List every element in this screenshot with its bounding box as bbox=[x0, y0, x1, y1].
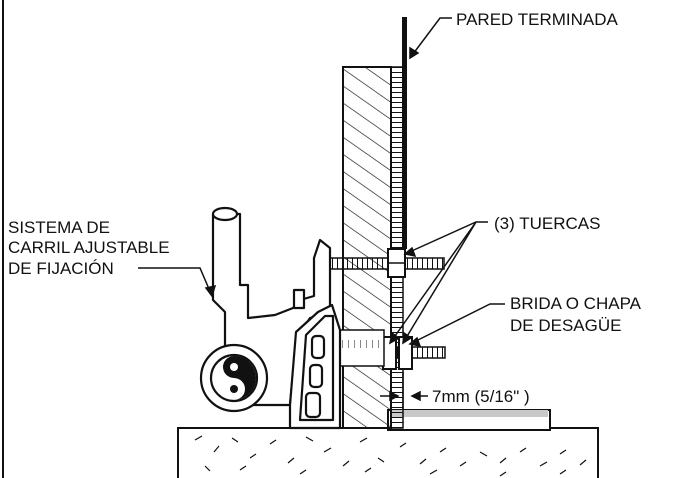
adjustable-rail-bracket bbox=[199, 206, 342, 430]
label-rail-line1: SISTEMA DE bbox=[8, 218, 110, 237]
label-nuts: (3) TUERCAS bbox=[494, 214, 600, 233]
concrete-floor bbox=[177, 427, 599, 478]
label-dimension: 7mm (5/16" ) bbox=[432, 387, 530, 406]
measurement-scale bbox=[335, 329, 385, 367]
finished-wall bbox=[402, 17, 407, 249]
label-rail-line2: CARRIL AJUSTABLE bbox=[8, 238, 170, 257]
flange-strip bbox=[390, 66, 404, 429]
wall-section bbox=[342, 66, 392, 429]
dimension-marker bbox=[380, 372, 428, 410]
leader-lines bbox=[138, 17, 505, 348]
drain-flange-plate bbox=[387, 409, 551, 431]
label-flange-line1: BRIDA O CHAPA bbox=[510, 294, 642, 313]
label-rail-line3: DE FIJACIÓN bbox=[8, 259, 114, 278]
label-flange-line2: DE DESAGÜE bbox=[510, 316, 621, 335]
label-finished-wall: PARED TERMINADA bbox=[456, 10, 619, 29]
